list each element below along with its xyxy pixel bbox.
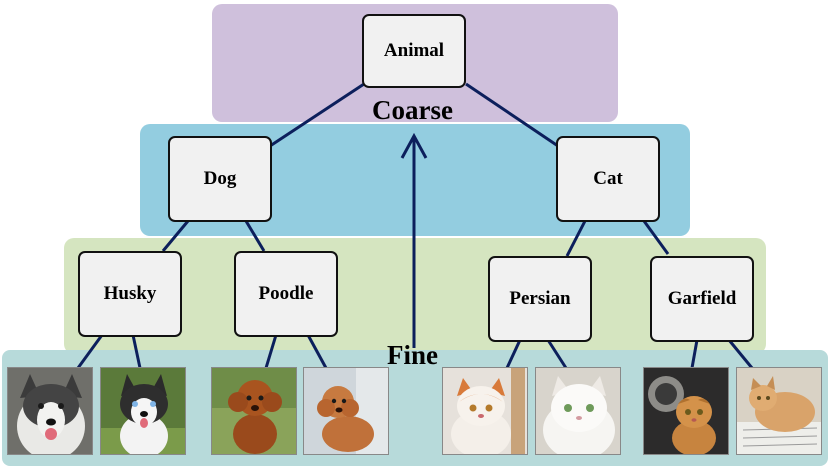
edge-garfield-photo2 xyxy=(727,339,754,369)
coarse-label: Coarse xyxy=(372,95,453,125)
persian-photo-2 xyxy=(535,367,621,455)
edge-animal-dog xyxy=(269,82,365,148)
node-garfield: Garfield xyxy=(650,256,754,342)
fine-to-coarse-arrow-head xyxy=(400,132,428,159)
edge-husky-photo1 xyxy=(76,334,104,369)
poodle-photo-2 xyxy=(303,367,389,455)
fine-label: Fine xyxy=(387,340,438,370)
edge-poodle-photo1 xyxy=(264,334,278,369)
husky-photo-1 xyxy=(7,367,93,455)
edge-cat-garfield xyxy=(642,220,670,255)
husky-photo-2 xyxy=(100,367,186,455)
node-cat: Cat xyxy=(556,136,660,222)
node-dog: Dog xyxy=(168,136,272,222)
edge-dog-husky xyxy=(161,220,190,252)
edge-cat-persian xyxy=(565,220,587,257)
edge-poodle-photo2 xyxy=(306,334,328,369)
edge-dog-poodle xyxy=(244,220,266,252)
node-animal: Animal xyxy=(362,14,466,88)
edge-animal-cat xyxy=(465,82,559,148)
node-husky: Husky xyxy=(78,251,182,337)
poodle-photo-1 xyxy=(211,367,297,455)
node-persian: Persian xyxy=(488,256,592,342)
edge-garfield-photo1 xyxy=(690,339,699,369)
garfield-photo-2 xyxy=(736,367,822,455)
persian-photo-1 xyxy=(442,367,528,455)
edge-persian-photo1 xyxy=(505,339,522,369)
node-poodle: Poodle xyxy=(234,251,338,337)
edge-persian-photo2 xyxy=(546,339,568,369)
garfield-photo-1 xyxy=(643,367,729,455)
edge-husky-photo2 xyxy=(131,334,142,369)
